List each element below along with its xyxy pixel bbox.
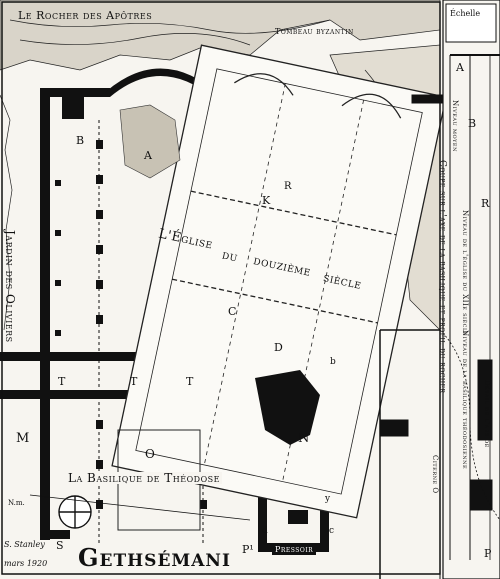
section-detail-5: Détail de l'abside xyxy=(483,380,491,448)
section-detail-1: Niveau de l'église du XIIe siècle xyxy=(461,210,469,336)
tombeau-byzantin-label: Tombeau byzantin xyxy=(275,27,354,36)
section-letter-A: A xyxy=(456,61,464,74)
plan-letter-O: O xyxy=(145,447,155,461)
rocher-des-apotres-label: Le Rocher des Apôtres xyxy=(18,9,153,22)
plan-letter-c: c xyxy=(329,526,335,536)
plan-letter-d: d xyxy=(262,526,268,536)
plan-letter-T3: T xyxy=(186,375,194,388)
plan-letter-B: B xyxy=(76,134,85,147)
plan-letter-y: y xyxy=(325,494,331,504)
section-detail-4: Citerne O xyxy=(431,455,439,494)
twelfth-century-church xyxy=(111,44,447,519)
section-letter-R: R xyxy=(481,197,490,210)
section-letter-B: B xyxy=(468,117,477,130)
plan-letter-M: M xyxy=(16,431,30,446)
gethsemani-title: Gethsémani xyxy=(78,543,231,572)
signature-date: mars 1920 xyxy=(4,559,48,568)
grotto-rock xyxy=(255,370,320,445)
signature-name: S. Stanley xyxy=(4,540,45,549)
apse-stones xyxy=(119,104,181,179)
church-label-line2: du xyxy=(220,247,240,266)
well-circle xyxy=(58,495,92,529)
plan-letter-b: b xyxy=(330,357,336,367)
section-letter-P: P xyxy=(484,547,492,560)
plan-letter-R: R xyxy=(284,181,292,192)
plan-letter-D: D xyxy=(274,341,283,354)
plan-letter-P1: P¹ xyxy=(242,543,254,556)
orientation-line xyxy=(29,494,251,521)
jardin-des-oliviers-label: Jardin des Oliviers xyxy=(3,230,17,343)
plan-letter-K: K xyxy=(262,194,271,207)
scale-box-label: Échelle xyxy=(450,9,481,18)
plan-letter-A: A xyxy=(144,149,152,162)
section-detail-3: Niveau de la basilique théodosienne xyxy=(461,330,469,470)
scale-box xyxy=(445,3,497,43)
plan-letter-S: S xyxy=(56,539,64,552)
pressoir-label: Pressoir xyxy=(272,545,317,555)
plan-letter-Nm: N.m. xyxy=(8,499,25,507)
section-detail-2: Niveau moyen xyxy=(451,100,459,152)
section-title-label: Coupe sur l'axe de la basilique et profi… xyxy=(437,160,447,394)
plan-letter-C: C xyxy=(228,305,237,318)
plan-letter-N: N xyxy=(298,431,310,446)
plan-letter-T1: T xyxy=(58,375,66,388)
right-section-drawing xyxy=(379,0,500,579)
basilica-name-label: La Basilique de Théodose xyxy=(66,471,222,485)
plan-frame xyxy=(1,1,441,575)
plan-letter-T2: T xyxy=(130,375,138,388)
